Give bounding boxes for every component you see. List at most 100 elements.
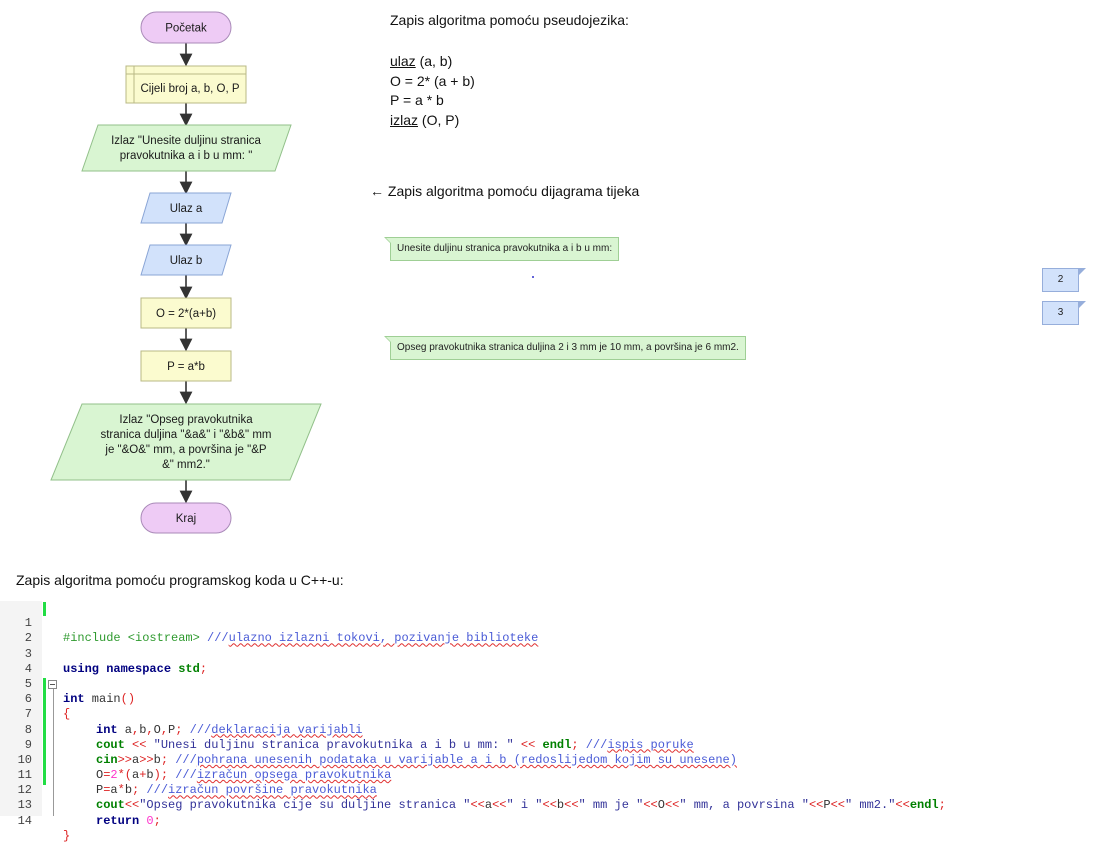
code-line: 10 O=2*(a+b); ///izračun opsega pravokut… [0, 738, 1094, 782]
code-section-title: Zapis algoritma pomoću programskog koda … [16, 572, 344, 588]
code-token: /// [578, 737, 608, 752]
code-token: O [96, 768, 104, 783]
code-token: ; [160, 752, 169, 767]
code-line: 3 using namespace std; [0, 631, 1094, 676]
output1-line: pravokutnika a i b u mm: " [120, 150, 253, 162]
pseudocode-line: P = a * b [390, 91, 475, 111]
code-token: << [895, 798, 910, 813]
code-token: a [132, 768, 140, 783]
line-number: 10 [17, 752, 32, 767]
input-a-label: Ulaz a [170, 203, 203, 215]
code-token: { [63, 707, 71, 722]
console-input-bubble: 2 [1042, 268, 1086, 292]
flowchart-caption: ← Zapis algoritma pomoću dijagrama tijek… [370, 183, 640, 199]
console-output-bubble: Opseg pravokutnika stranica duljina 2 i … [384, 336, 746, 360]
code-token: * [117, 783, 125, 798]
declare-label: Cijeli broj a, b, O, P [140, 83, 239, 95]
code-token: b [556, 798, 565, 813]
code-token: ; [175, 722, 183, 737]
code-token: int [63, 692, 85, 707]
start-terminal: Početak [140, 11, 232, 44]
line-number: 7 [24, 707, 32, 722]
code-token: *( [117, 768, 133, 783]
assign-p-block: P = a*b [140, 350, 232, 382]
pseudo-text: (a, b) [415, 53, 453, 69]
output-prompt-block: Izlaz "Unesite duljinu stranica pravokut… [81, 124, 292, 172]
line-number: 3 [24, 646, 32, 661]
pseudo-text: O = 2* (a + b) [390, 72, 475, 89]
change-marker [43, 678, 46, 785]
code-line: 8 cout << "Unesi duljinu stranica pravok… [0, 707, 1094, 752]
code-string: "Unesi duljinu stranica pravokutnika a i… [153, 737, 514, 752]
cursor-dot [532, 276, 534, 278]
line-number: 12 [17, 783, 32, 798]
code-line: 13 return 0; [0, 783, 1094, 827]
code-line: 2 [0, 616, 1094, 645]
code-token: << [492, 798, 507, 813]
code-token: main [84, 692, 121, 707]
code-line: 1 #include <iostream> ///ulazno izlazni … [0, 601, 1094, 645]
code-token: /// [207, 631, 229, 646]
code-token: << [664, 798, 680, 813]
input-b-block: Ulaz b [140, 244, 232, 276]
code-token: = [103, 783, 111, 798]
line-number: 4 [24, 661, 32, 676]
code-token: >> [117, 752, 133, 767]
code-token: a [110, 783, 118, 798]
code-comment: deklaracija varijabli [211, 722, 363, 737]
end-label: Kraj [176, 513, 196, 525]
change-marker [43, 602, 46, 616]
assign-o-label: O = 2*(a+b) [156, 308, 216, 320]
pseudo-text: (O, P) [418, 111, 460, 128]
code-token: << [830, 798, 845, 813]
fold-toggle-icon[interactable] [48, 680, 57, 689]
code-token: /// [182, 722, 212, 737]
code-token: b [153, 752, 161, 767]
code-token: << [542, 798, 557, 813]
code-token: , [160, 722, 169, 737]
code-token: ; [132, 783, 140, 798]
code-token: } [63, 828, 71, 843]
line-number: 8 [24, 722, 32, 737]
code-token: int [96, 722, 118, 737]
line-number: 6 [24, 692, 32, 707]
code-string: " mm2." [845, 798, 896, 813]
output-result-block: Izlaz "Opseg pravokutnika stranica dulji… [50, 403, 322, 481]
pseudocode-block: ulaz (a, b) O = 2* (a + b) P = a * b izl… [390, 52, 475, 130]
code-token: /// [168, 752, 197, 767]
code-token: P [823, 798, 831, 813]
code-token: << [513, 737, 543, 752]
code-token: a [132, 752, 140, 767]
code-token: /// [168, 768, 197, 783]
code-line: 9 cin>>a>>b; ///pohrana unesenih podatak… [0, 723, 1094, 767]
console-output-bubble: Unesite duljinu stranica pravokutnika a … [383, 237, 620, 261]
code-token: a [484, 798, 493, 813]
code-token: << [564, 798, 579, 813]
output2-line: je "&O&" mm, a površina je "&P [104, 444, 266, 456]
output1-line: Izlaz "Unesite duljinu stranica [111, 135, 261, 147]
code-token: O [153, 722, 161, 737]
input-b-label: Ulaz b [170, 255, 203, 267]
code-token: P [168, 722, 176, 737]
code-token: + [139, 768, 147, 783]
pseudocode-line: O = 2* (a + b) [390, 72, 475, 92]
code-line: 6 { [0, 677, 1094, 721]
line-number-gutter [0, 601, 42, 816]
code-token: >> [139, 752, 154, 767]
code-comment: ulazno izlazni tokovi, pozivanje bibliot… [228, 631, 539, 646]
assign-o-block: O = 2*(a+b) [140, 297, 232, 329]
line-number: 2 [24, 631, 32, 646]
code-token: std [178, 661, 200, 676]
output2-line: Izlaz "Opseg pravokutnika [119, 414, 253, 426]
input-a-block: Ulaz a [140, 192, 232, 224]
code-token: b [146, 768, 154, 783]
output2-line: &" mm2." [162, 459, 210, 471]
code-string: "Opseg pravokutnika cije su duljine stra… [139, 798, 471, 813]
code-token: << [124, 798, 140, 813]
code-token: a [117, 722, 133, 737]
line-number: 5 [24, 676, 32, 691]
code-token: O [657, 798, 665, 813]
pseudocode-title: Zapis algoritma pomoću pseudojezika: [390, 12, 629, 28]
code-token: endl [909, 798, 939, 813]
console-input-bubble: 3 [1042, 301, 1086, 325]
